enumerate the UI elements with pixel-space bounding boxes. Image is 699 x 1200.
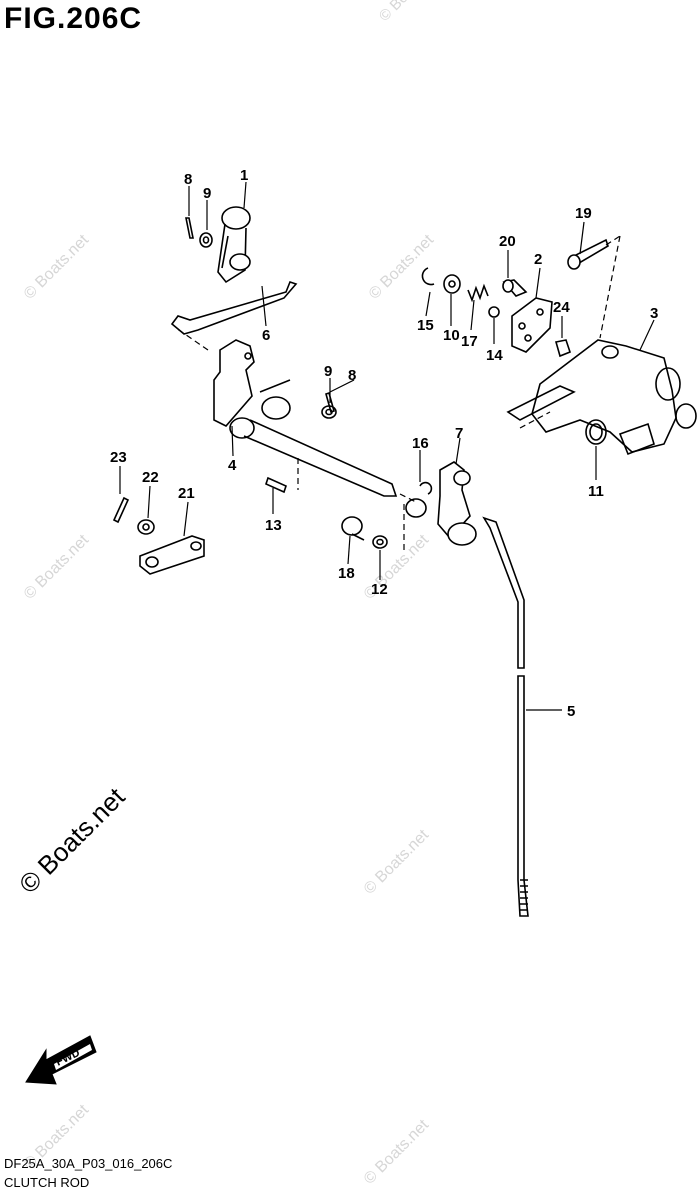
part-17-spring [467, 283, 489, 303]
callout-12: 12 [371, 581, 388, 598]
figure-name: CLUTCH ROD [4, 1175, 90, 1190]
part-11-oring [585, 419, 607, 445]
callout-7: 7 [455, 425, 463, 442]
callout-15: 15 [417, 317, 434, 334]
part-16-circlip [419, 481, 433, 495]
part-22-washer [137, 519, 155, 535]
part-14-ball [488, 306, 500, 318]
callout-19: 19 [575, 205, 592, 222]
callout-4: 4 [228, 457, 237, 474]
callout-2: 2 [534, 251, 542, 268]
callout-3: 3 [650, 305, 658, 322]
part-24-pin [554, 339, 571, 358]
callout-9b: 9 [324, 363, 332, 380]
watermark-large: © Boats.net [13, 781, 131, 899]
figure-code: DF25A_30A_P03_016_206C [4, 1156, 173, 1171]
part-2-plate [511, 297, 553, 353]
callout-5: 5 [567, 703, 575, 720]
watermark: © Boats.net [366, 231, 438, 303]
callout-21: 21 [178, 485, 195, 502]
part-9-washer [199, 232, 337, 419]
part-19-bolt [567, 238, 609, 270]
watermark: © Boats.net [21, 531, 93, 603]
callout-1: 1 [240, 167, 248, 184]
callout-6: 6 [262, 327, 270, 344]
watermark: © Boats.net [21, 231, 93, 303]
callout-8b: 8 [348, 367, 356, 384]
callout-17: 17 [461, 333, 478, 350]
part-13-pin [265, 476, 287, 494]
callout-24: 24 [553, 299, 570, 316]
part-15-circlip [421, 267, 435, 286]
figure-title: FIG.206C [4, 2, 143, 35]
callout-23: 23 [110, 449, 127, 466]
part-7-lever [405, 461, 477, 546]
part-3-housing [506, 339, 697, 456]
part-23-clip [112, 496, 130, 524]
callout-14: 14 [486, 347, 503, 364]
callout-9: 9 [203, 185, 211, 202]
callout-16: 16 [412, 435, 429, 452]
leader-lines [119, 181, 655, 711]
callout-11: 11 [588, 483, 604, 500]
part-5-clutch-rod [482, 516, 529, 917]
part-21-lever [139, 535, 205, 575]
callout-22: 22 [142, 469, 159, 486]
callout-labels: 1 2 3 4 5 6 7 8 8 9 9 10 11 12 13 14 15 … [110, 167, 658, 720]
part-20-bolt [502, 279, 528, 297]
part-18-bolt [341, 516, 365, 541]
fwd-arrow-icon: FWD [25, 1035, 97, 1085]
callout-8: 8 [184, 171, 192, 188]
callout-20: 20 [499, 233, 516, 250]
part-4-clutch-shaft [213, 339, 398, 497]
watermark: © Boats.net [361, 1116, 433, 1188]
callout-18: 18 [338, 565, 355, 582]
part-10-washer [443, 274, 461, 294]
watermark: © Boats.net [376, 0, 444, 25]
callout-10: 10 [443, 327, 460, 344]
callout-13: 13 [265, 517, 282, 534]
watermark: © Boats.net [361, 826, 433, 898]
part-6-link-rod [170, 281, 298, 335]
part-1-shift-lever [217, 206, 251, 284]
part-12-washer [372, 535, 388, 549]
